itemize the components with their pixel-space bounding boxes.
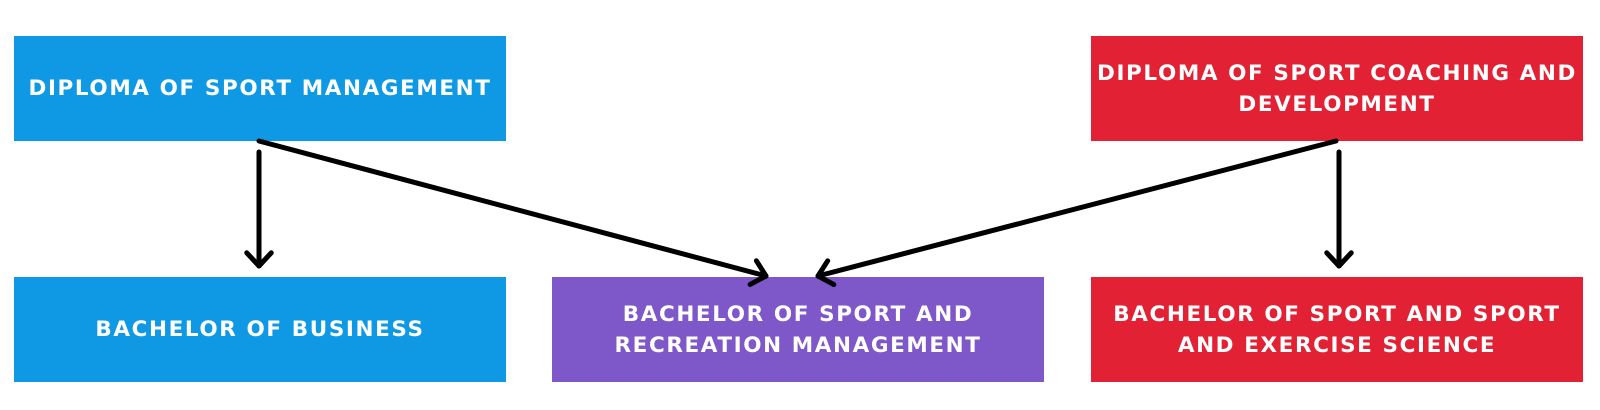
arrowhead	[244, 250, 274, 269]
arrow-diploma_sport_management-to-bachelor_business	[244, 149, 274, 269]
node-bachelor-sport-recreation-label: BACHELOR OF SPORT AND RECREATION MANAGEM…	[614, 301, 982, 358]
arrow-diploma_sport_coaching-to-bachelor_sport_recreation	[815, 138, 1339, 288]
arrow-line	[815, 138, 1339, 279]
node-diploma-sport-management: DIPLOMA OF SPORT MANAGEMENT	[14, 36, 506, 141]
node-diploma-sport-coaching-label: DIPLOMA OF SPORT COACHING AND DEVELOPMEN…	[1097, 60, 1577, 117]
node-diploma-sport-coaching: DIPLOMA OF SPORT COACHING AND DEVELOPMEN…	[1091, 36, 1583, 141]
node-bachelor-sport-exercise: BACHELOR OF SPORT AND SPORT AND EXERCISE…	[1091, 277, 1583, 382]
node-bachelor-business: BACHELOR OF BUSINESS	[14, 277, 506, 382]
arrowhead	[1324, 250, 1354, 269]
arrow-diploma_sport_coaching-to-bachelor_sport_exercise	[1324, 149, 1354, 269]
arrow-line	[256, 138, 769, 279]
node-diploma-sport-management-label: DIPLOMA OF SPORT MANAGEMENT	[28, 76, 492, 101]
node-bachelor-sport-exercise-label: BACHELOR OF SPORT AND SPORT AND EXERCISE…	[1113, 301, 1561, 358]
arrow-diploma_sport_management-to-bachelor_sport_recreation	[256, 138, 769, 287]
node-bachelor-business-label: BACHELOR OF BUSINESS	[95, 317, 425, 342]
node-bachelor-sport-recreation: BACHELOR OF SPORT AND RECREATION MANAGEM…	[552, 277, 1044, 382]
